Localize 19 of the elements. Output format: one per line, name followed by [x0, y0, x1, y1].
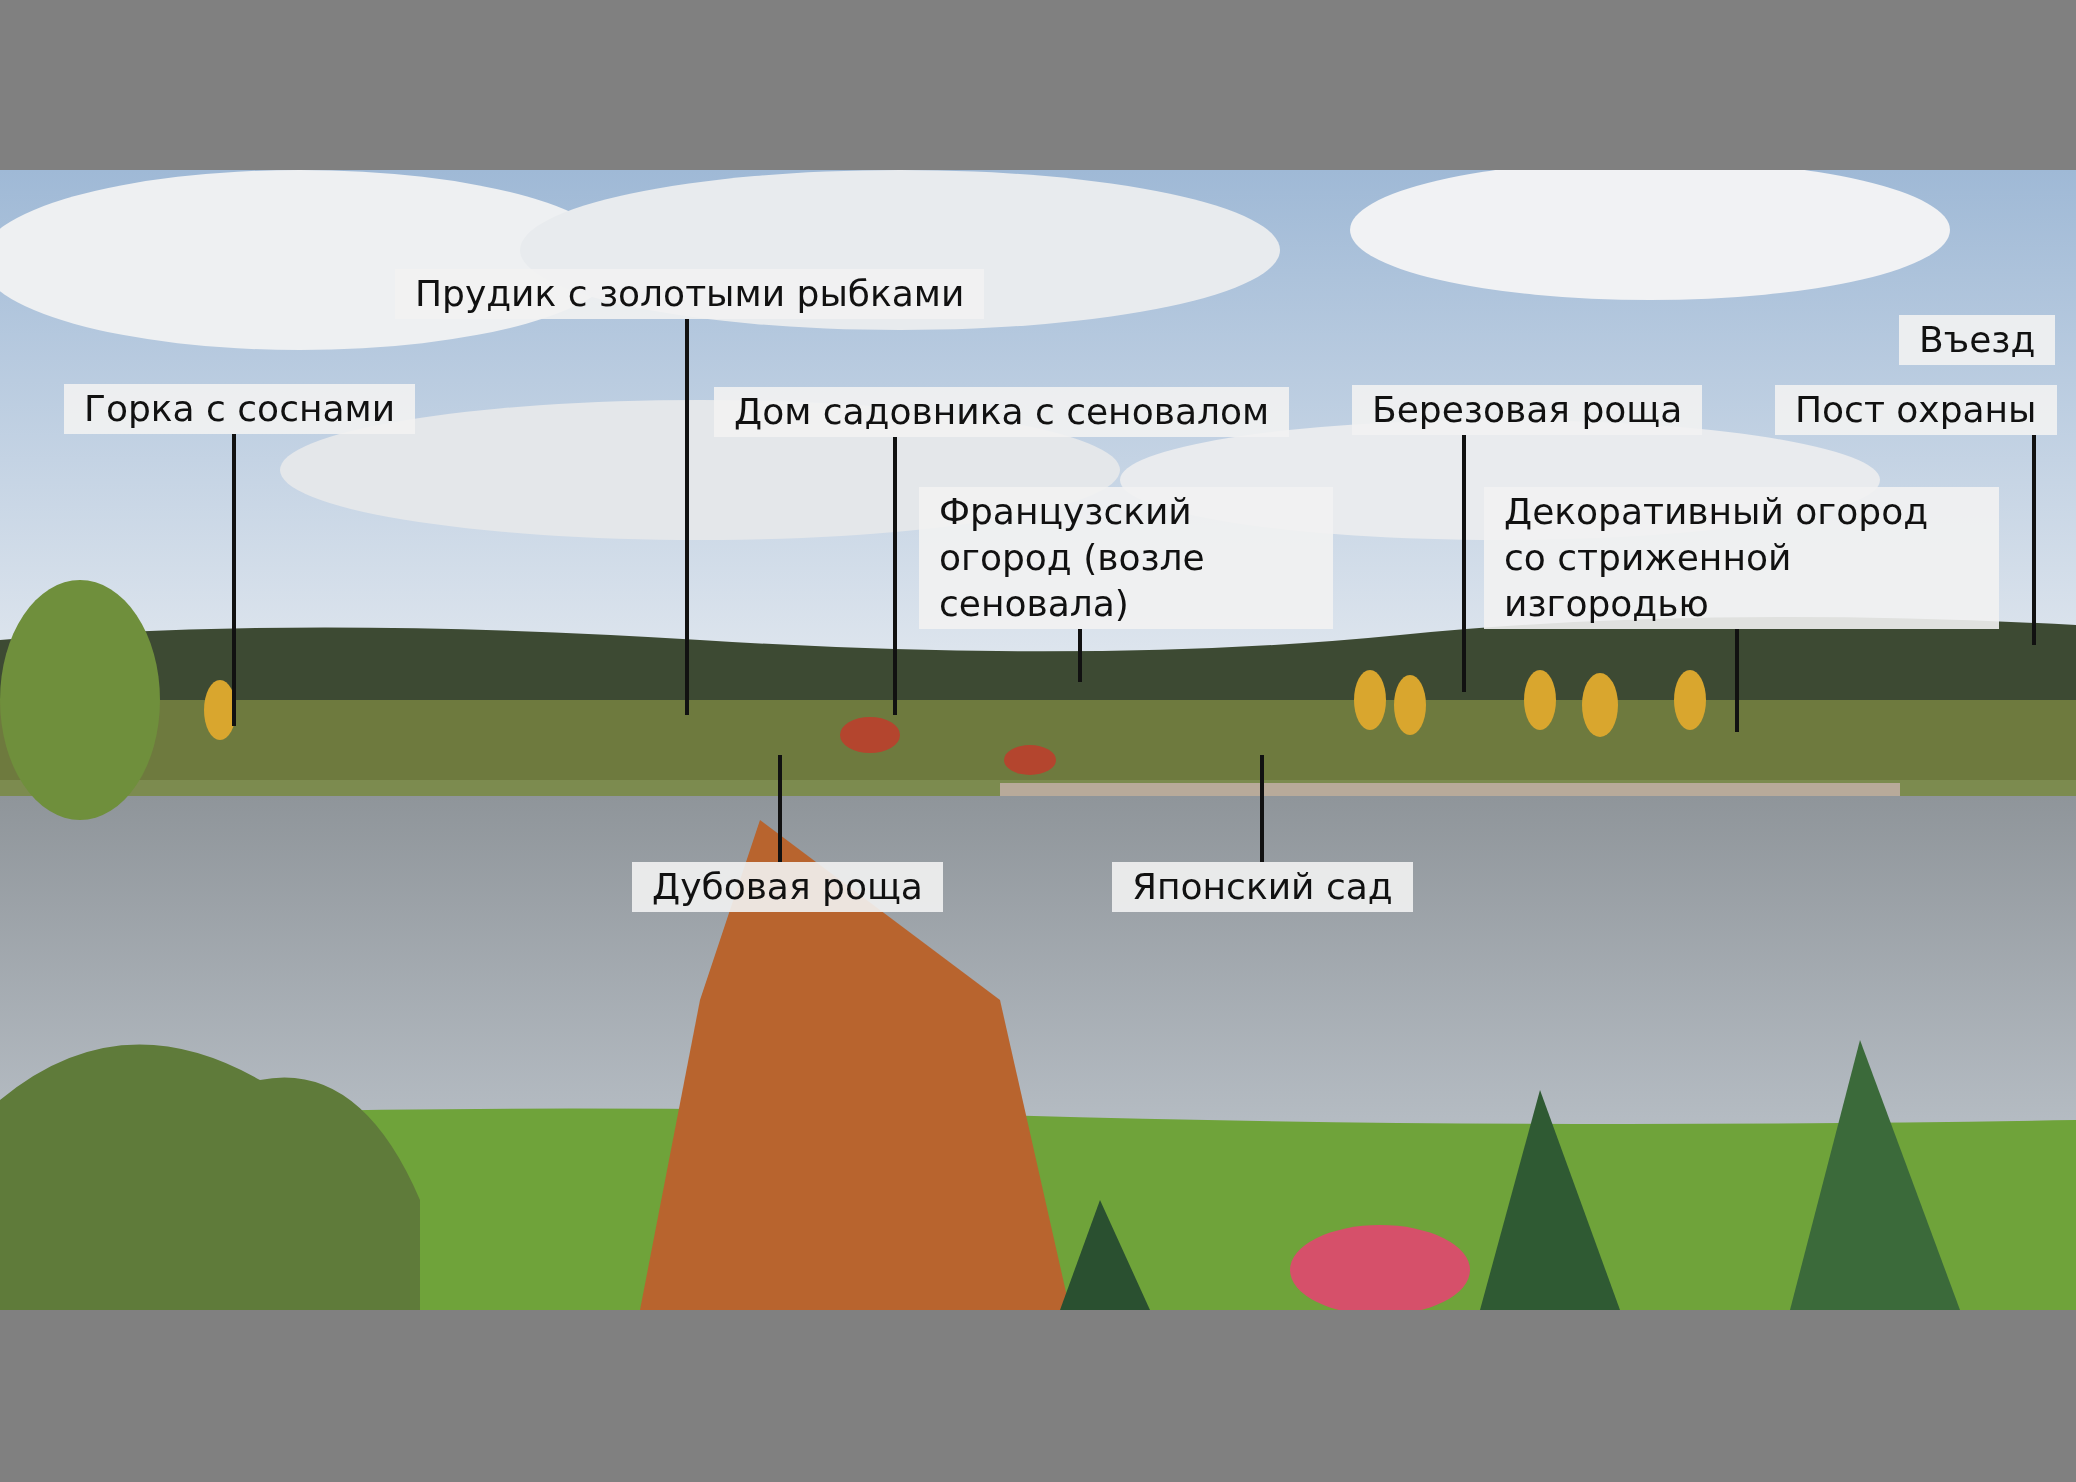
leader-line — [1462, 435, 1466, 692]
callout-label: Декоративный огород со стриженной изгородью — [1484, 487, 1999, 629]
leader-line — [232, 434, 236, 726]
callout-label: Пост охраны — [1775, 385, 2057, 435]
callout-label: Прудик с золотыми рыбками — [395, 269, 985, 319]
callout-label: Въезд — [1899, 315, 2056, 365]
leader-line — [778, 755, 782, 862]
callout-label: Березовая роща — [1352, 385, 1703, 435]
callout-label: Дом садовника с сеновалом — [714, 387, 1290, 437]
callout-label: Французский огород (возле сеновала) — [919, 487, 1333, 629]
leader-line — [2032, 435, 2036, 645]
leader-line — [1260, 755, 1264, 862]
leader-line — [893, 437, 897, 715]
callout-label: Японский сад — [1112, 862, 1413, 912]
callout-label: Дубовая роща — [632, 862, 943, 912]
leader-line — [1735, 629, 1739, 732]
leader-line — [685, 319, 689, 715]
leader-line — [1078, 629, 1082, 682]
callout-label: Горка с соснами — [64, 384, 416, 434]
